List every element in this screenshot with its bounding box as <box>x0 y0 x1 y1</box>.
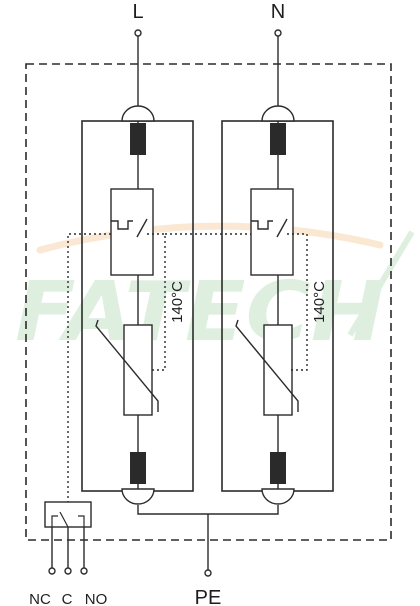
module-n-varistor-slash <box>235 319 299 412</box>
terminal-label-pe: PE <box>195 587 222 606</box>
watermark-slash <box>347 230 415 337</box>
terminal-label-n: N <box>271 1 285 23</box>
module-l: 140°C <box>81 105 194 505</box>
terminal-label-no: NO <box>85 591 108 606</box>
terminal-label-c: C <box>62 591 73 606</box>
thermal-link-to-signal <box>67 233 111 502</box>
module-n-thermal-disconnector <box>250 188 294 276</box>
signal-common-blade <box>59 511 69 528</box>
terminal-dot-n <box>274 29 282 37</box>
module-n-varistor <box>263 324 293 416</box>
module-l-fuse-bottom <box>130 452 146 484</box>
watermark-swoosh <box>36 222 384 254</box>
module-l-temp-label: 140°C <box>169 281 186 323</box>
ground-bus <box>137 505 279 515</box>
module-l-varistor <box>123 324 153 416</box>
terminal-label-nc: NC <box>29 591 51 606</box>
module-n-fuse-bottom <box>270 452 286 484</box>
module-l-varistor-slash <box>95 319 159 412</box>
module-l-fuse-top <box>130 123 146 155</box>
module-n-top-contact <box>261 105 295 122</box>
signal-nc-contact <box>51 515 58 527</box>
module-l-bottom-contact <box>121 488 155 505</box>
terminal-label-l: L <box>132 1 143 23</box>
module-l-switch-blade <box>136 218 148 238</box>
module-n-fuse-top <box>270 123 286 155</box>
module-l-thermal-link <box>147 233 166 371</box>
module-l-top-contact <box>121 105 155 122</box>
watermark: FATECH <box>15 222 415 360</box>
enclosure-dashed-border <box>25 63 392 541</box>
module-n-switch-blade <box>276 218 288 238</box>
terminal-dot-c <box>64 567 72 575</box>
module-n-bottom-contact <box>261 488 295 505</box>
terminal-dot-pe <box>204 569 212 577</box>
module-l-thermal-disconnector <box>110 188 154 276</box>
remote-signal-contact: NC C NO <box>29 501 108 606</box>
terminal-dot-l <box>134 29 142 37</box>
module-n-thermal-link <box>287 233 308 371</box>
module-n-switch-bracket <box>251 220 273 230</box>
terminal-dot-nc <box>48 567 56 575</box>
module-l-switch-bracket <box>111 220 133 230</box>
module-n: 140°C <box>221 105 334 505</box>
terminal-dot-no <box>80 567 88 575</box>
module-n-temp-label: 140°C <box>311 281 328 323</box>
signal-no-contact <box>78 515 85 527</box>
watermark-text: FATECH <box>15 265 385 360</box>
